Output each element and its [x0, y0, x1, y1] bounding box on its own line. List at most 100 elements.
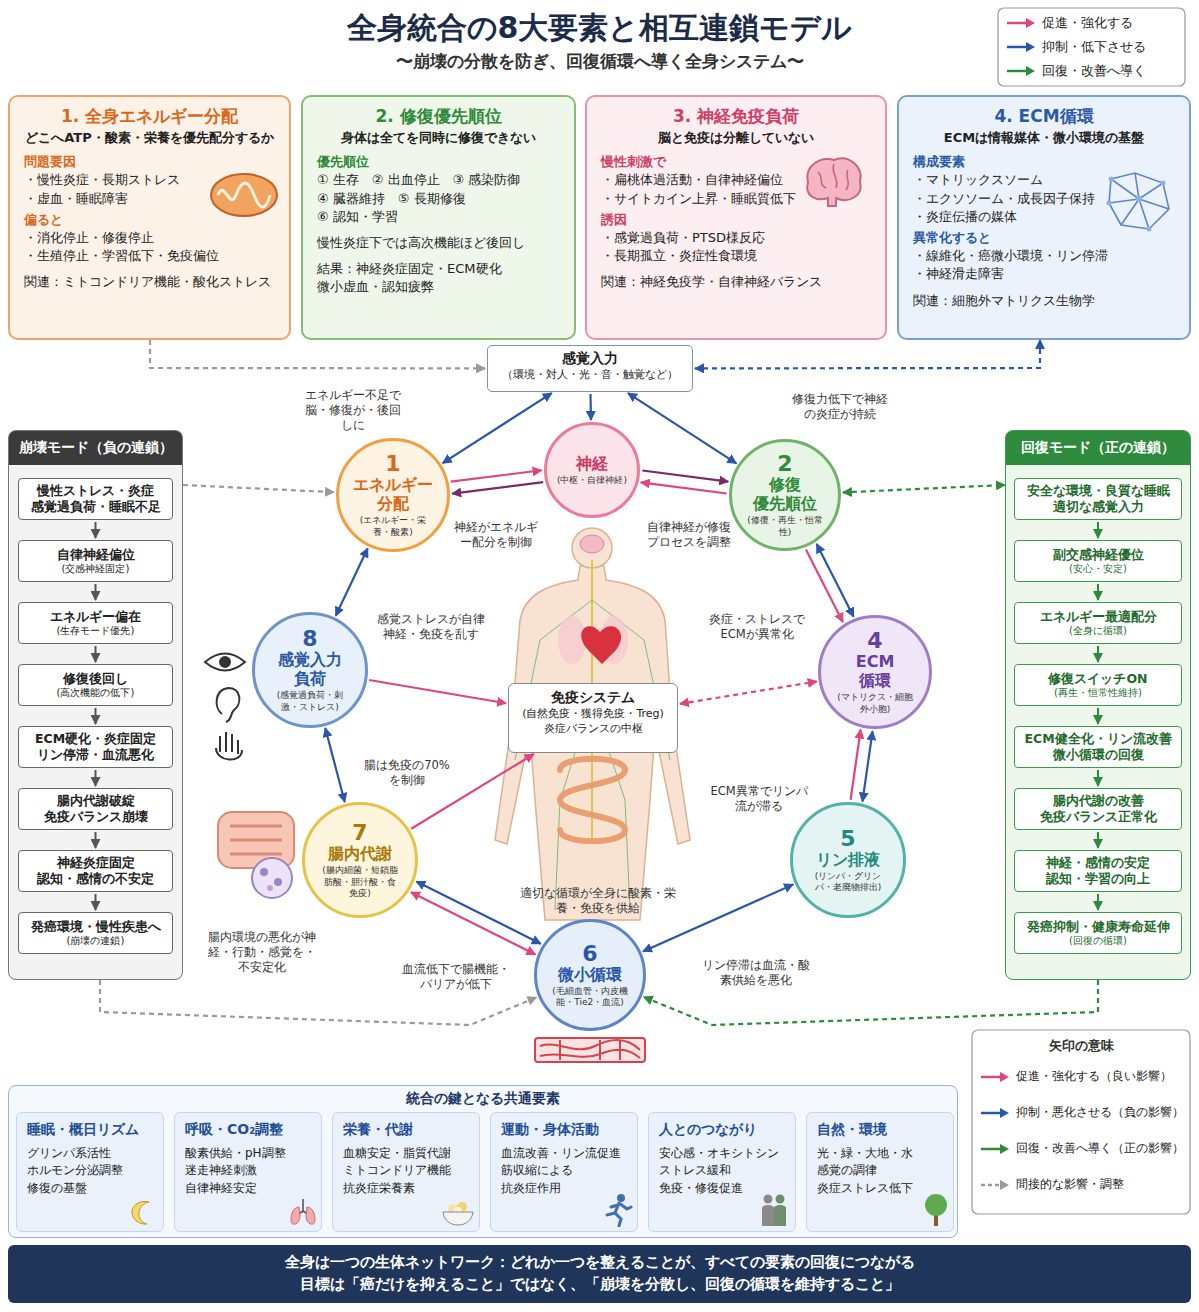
card-box: 呼吸・CO₂調整酸素供給・pH調整迷走神経刺激自律神経安定 [174, 1112, 322, 1232]
step-text: ECM硬化・炎症固定 リン停滞・血流悪化 [33, 731, 158, 762]
step-text: 副交感神経優位 [1053, 547, 1144, 563]
factor-circle: 2修復 優先順位(修復・再生・恒常性) [729, 439, 841, 551]
step-box: ECM健全化・リン流改善 微小循環の回復 [1014, 726, 1182, 768]
circle-number: 5 [840, 827, 855, 850]
runner-icon [603, 1193, 633, 1227]
input-box: 感覚入力（環境・対人・光・音・触覚など） [487, 345, 693, 392]
card-title: 睡眠・概日リズム [27, 1121, 153, 1139]
annotation: エネルギー不足で脳・修復が・後回しに [300, 388, 405, 433]
step-subtitle: (再生・恒常性維持) [1054, 687, 1142, 700]
mode-panel: 崩壊モード（負の連鎖）慢性ストレス・炎症 感覚過負荷・睡眠不足自律神経偏位(交感… [8, 430, 183, 980]
connector-arrow [843, 485, 1005, 492]
connector-arrow [641, 482, 727, 493]
connector-arrow [183, 485, 334, 492]
circle-shape [338, 440, 449, 551]
connector-arrow [452, 482, 543, 493]
circle-subtitle: (修復・再生・恒常性) [745, 515, 825, 538]
hub-box: 免疫システム(自然免疫・獲得免疫・Treg)炎症バランスの中枢 [508, 683, 678, 753]
step-box: 神経・感情の安定 認知・学習の向上 [1014, 850, 1182, 892]
card-line: 抗炎症栄養素 [343, 1180, 469, 1197]
circle-subtitle: (感覚過負荷・刺激・ストレス) [270, 690, 350, 713]
circle-subtitle: (エネルギー・栄養・酸素) [353, 515, 433, 538]
circle-subtitle: (毛細血管・内皮機能・Tie2・血流) [550, 986, 630, 1009]
mode-panel: 回復モード（正の連鎖）安全な環境・良質な睡眠 適切な感覚入力副交感神経優位(安心… [1005, 430, 1191, 980]
connector-arrow [443, 393, 552, 463]
step-box: 修復後回し(高次機能の低下) [18, 664, 173, 706]
box-subtitle: 炎症バランスの中枢 [515, 722, 671, 737]
step-text: 修復スイッチON [1048, 671, 1147, 687]
box-subtitle: （環境・対人・光・音・触覚など） [492, 368, 688, 383]
connector-arrow [1097, 894, 1099, 910]
circle-title: 微小循環 [557, 965, 624, 984]
step-box: 発癌環境・慢性疾患へ(崩壊の連鎖) [18, 912, 173, 954]
bullet-line: ・虚血・睡眠障害 [24, 190, 275, 208]
annotation: 炎症・ストレスでECMが異常化 [698, 612, 816, 642]
step-text: 安全な環境・良質な睡眠 適切な感覚入力 [1025, 483, 1171, 514]
connector-arrow [589, 394, 592, 420]
related-text: 結果：神経炎症固定・ECM硬化 微小虚血・認知疲弊 [317, 260, 505, 296]
connector-arrow [817, 544, 854, 617]
factor-circle: 8感覚入力 負荷(感覚過負荷・刺激・ストレス) [252, 612, 368, 728]
card-box: 自然・環境光・緑・大地・水感覚の調律炎症ストレス低下 [806, 1112, 954, 1232]
connector-arrow [369, 680, 506, 703]
step-subtitle: (回復の循環) [1069, 935, 1127, 948]
legend-swatch [1006, 65, 1036, 77]
brain-icon [800, 152, 866, 208]
panel-subtitle: 脳と免疫は分離していない [601, 129, 871, 147]
bullet-line: ・扁桃体過活動・自律神経偏位 [601, 171, 871, 189]
moon-icon [129, 1199, 159, 1227]
caption: 〜崩壊の分散を防ぎ、回復循環へ導く全身システム〜 [0, 50, 1199, 73]
bullet-line: ① 生存 ② 出血停止 ③ 感染防御 [317, 171, 560, 189]
step-box: 神経炎症固定 認知・感情の不安定 [18, 850, 173, 892]
connector-arrow [1097, 584, 1099, 600]
section-heading: 慢性刺激で [601, 153, 871, 171]
bowl-icon [441, 1199, 475, 1227]
connector-arrow [95, 708, 97, 724]
card-box: 人とのつながり安心感・オキシトシンストレス緩和免疫・修復促進 [648, 1112, 796, 1232]
card-title: 呼吸・CO₂調整 [185, 1121, 311, 1139]
step-text: 腸内代謝破綻 免疫バランス崩壊 [42, 793, 149, 824]
circle-shape [254, 614, 367, 727]
circle-number: 6 [582, 942, 597, 965]
legend-text: 抑制・悪化させる（負の影響） [1016, 1104, 1184, 1121]
section-heading: 問題要因 [24, 153, 275, 171]
connector-arrow [411, 892, 535, 954]
factor-circle: 1エネルギー 分配(エネルギー・栄養・酸素) [336, 438, 450, 552]
info-panel: 3. 神経免疫負荷脳と免疫は分離していない慢性刺激で・扁桃体過活動・自律神経偏位… [585, 95, 887, 340]
card-line: 修復の基盤 [27, 1180, 153, 1197]
bullet-line: ・消化停止・修復停止 [24, 229, 275, 247]
connector-arrow [862, 731, 872, 801]
bullet-line: ・サイトカイン上昇・睡眠質低下 [601, 190, 871, 208]
mode-heading: 崩壊モード（負の連鎖） [9, 431, 182, 465]
circle-subtitle: (リンパ・グリンパ・老廃物排出) [808, 871, 888, 894]
info-panel: 4. ECM循環ECMは情報媒体・微小環境の基盤構成要素・マトリックスソーム・エ… [897, 95, 1191, 340]
factor-circle: 4ECM 循環(マトリクス・細胞外小胞) [818, 615, 932, 729]
lungs-icon [287, 1197, 319, 1227]
legend-text: 間接的な影響・調整 [1016, 1176, 1124, 1193]
circle-subtitle: (マトリクス・細胞外小胞) [835, 692, 915, 715]
step-text: 神経炎症固定 認知・感情の不安定 [36, 855, 156, 886]
panel-title: 1. 全身エネルギー分配 [24, 105, 275, 127]
circle-title: 神経 [576, 454, 608, 473]
bullet-line: ④ 臓器維持 ⑤ 長期修復 [317, 190, 560, 208]
circle-shape [546, 424, 639, 517]
card-line: 酸素供給・pH調整 [185, 1145, 311, 1162]
legend-item: 間接的な影響・調整 [980, 1176, 1185, 1193]
step-box: 腸内代謝破綻 免疫バランス崩壊 [18, 788, 173, 830]
circle-subtitle: (腸内細菌・短鎖脂肪酸・胆汁酸・食免疫) [320, 865, 400, 899]
connector-arrow [451, 470, 542, 481]
step-text: エネルギー最適配分 [1040, 609, 1157, 625]
circle-title: ECM 循環 [854, 652, 896, 690]
box-title: 感覚入力 [492, 350, 688, 368]
legend-title: 矢印の意味 [972, 1038, 1190, 1055]
bullet-line: ・長期孤立・炎症性食環境 [601, 247, 871, 265]
card-title: 人とのつながり [659, 1121, 785, 1139]
circle-shape [820, 617, 931, 728]
annotation: 神経がエネルギー配分を制御 [452, 520, 540, 550]
legend-item: 回復・改善へ導く [1006, 62, 1186, 80]
step-text: 発癌抑制・健康寿命延伸 [1027, 919, 1170, 935]
card-line: ホルモン分泌調整 [27, 1162, 153, 1179]
step-subtitle: (高次機能の低下) [57, 687, 135, 700]
card-line: 血流改善・リン流促進 [501, 1145, 627, 1162]
annotation: 適切な循環が全身に酸素・栄養・免疫を供給 [515, 886, 680, 916]
